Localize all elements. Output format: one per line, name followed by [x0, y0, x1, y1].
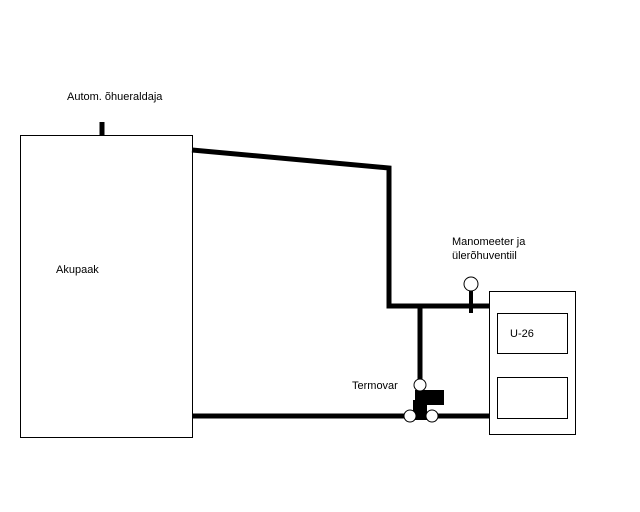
thermovar-top-port-icon — [413, 378, 427, 392]
thermovar-right-port-icon — [425, 409, 439, 423]
thermovar-left-port-icon — [403, 409, 417, 423]
supply-pipe — [191, 147, 490, 309]
boiler-upper-panel — [497, 313, 568, 354]
boiler-label: U-26 — [510, 328, 534, 340]
manometer-label-line1: Manomeeter ja — [452, 236, 526, 248]
manometer-label-line2: ülerõhuventiil — [452, 250, 517, 262]
boiler-lower-panel — [497, 377, 568, 419]
thermovar-valve-stem — [413, 400, 427, 420]
air-vent-label: Autom. õhueraldaja — [67, 91, 163, 103]
thermovar-label: Termovar — [352, 380, 398, 392]
manometer-icon — [463, 276, 479, 292]
tank-label: Akupaak — [56, 264, 99, 276]
storage-tank — [20, 135, 193, 438]
